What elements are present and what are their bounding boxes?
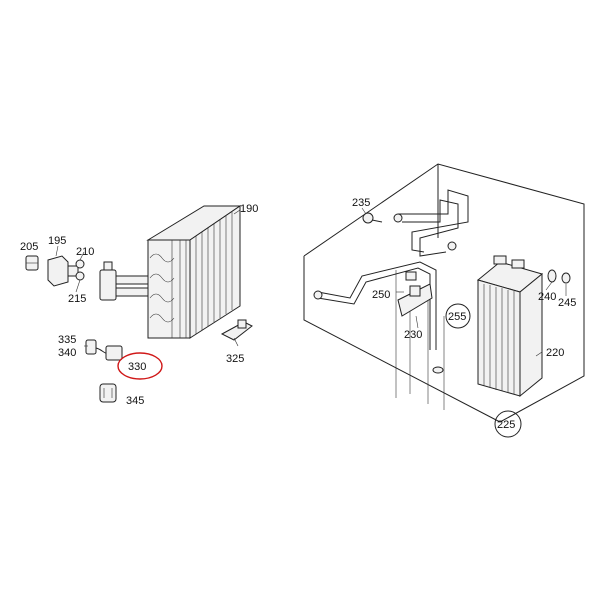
screw-part[interactable] bbox=[362, 212, 383, 224]
heater-pipes-part[interactable] bbox=[393, 189, 469, 257]
callout-195[interactable]: 195 bbox=[48, 235, 66, 247]
callout-345[interactable]: 345 bbox=[126, 395, 144, 407]
callout-circle-255 bbox=[445, 303, 471, 329]
heater-core-part[interactable] bbox=[476, 255, 544, 398]
callout-240[interactable]: 240 bbox=[538, 291, 556, 303]
evaporator-core-part[interactable] bbox=[146, 205, 242, 339]
expansion-valve-part[interactable] bbox=[99, 261, 149, 301]
callout-250[interactable]: 250 bbox=[372, 289, 390, 301]
clip-part[interactable] bbox=[99, 383, 117, 403]
callout-circle-225 bbox=[494, 410, 522, 438]
seal-part[interactable] bbox=[432, 366, 444, 374]
callout-230[interactable]: 230 bbox=[404, 329, 422, 341]
callout-235[interactable]: 235 bbox=[352, 197, 370, 209]
nut-part[interactable] bbox=[25, 255, 39, 271]
callout-330[interactable]: 330 bbox=[128, 361, 146, 373]
callout-190[interactable]: 190 bbox=[240, 203, 258, 215]
seal-ring-part[interactable] bbox=[547, 269, 571, 284]
temperature-sensor-part[interactable] bbox=[85, 339, 123, 361]
callout-340[interactable]: 340 bbox=[58, 347, 76, 359]
valve-block-part[interactable] bbox=[47, 255, 79, 287]
callout-255[interactable]: 255 bbox=[448, 311, 466, 323]
highlight-ring bbox=[117, 352, 163, 380]
heater-housing-outline bbox=[303, 163, 585, 423]
coolant-pipe-part[interactable] bbox=[313, 261, 437, 350]
callout-225[interactable]: 225 bbox=[497, 419, 515, 431]
callout-215[interactable]: 215 bbox=[68, 293, 86, 305]
callout-325[interactable]: 325 bbox=[226, 353, 244, 365]
mount-bracket-part[interactable] bbox=[397, 283, 433, 317]
bracket-part[interactable] bbox=[220, 319, 253, 341]
callout-205[interactable]: 205 bbox=[20, 241, 38, 253]
callout-335[interactable]: 335 bbox=[58, 334, 76, 346]
callout-245[interactable]: 245 bbox=[558, 297, 576, 309]
callout-210[interactable]: 210 bbox=[76, 246, 94, 258]
callout-220[interactable]: 220 bbox=[546, 347, 564, 359]
